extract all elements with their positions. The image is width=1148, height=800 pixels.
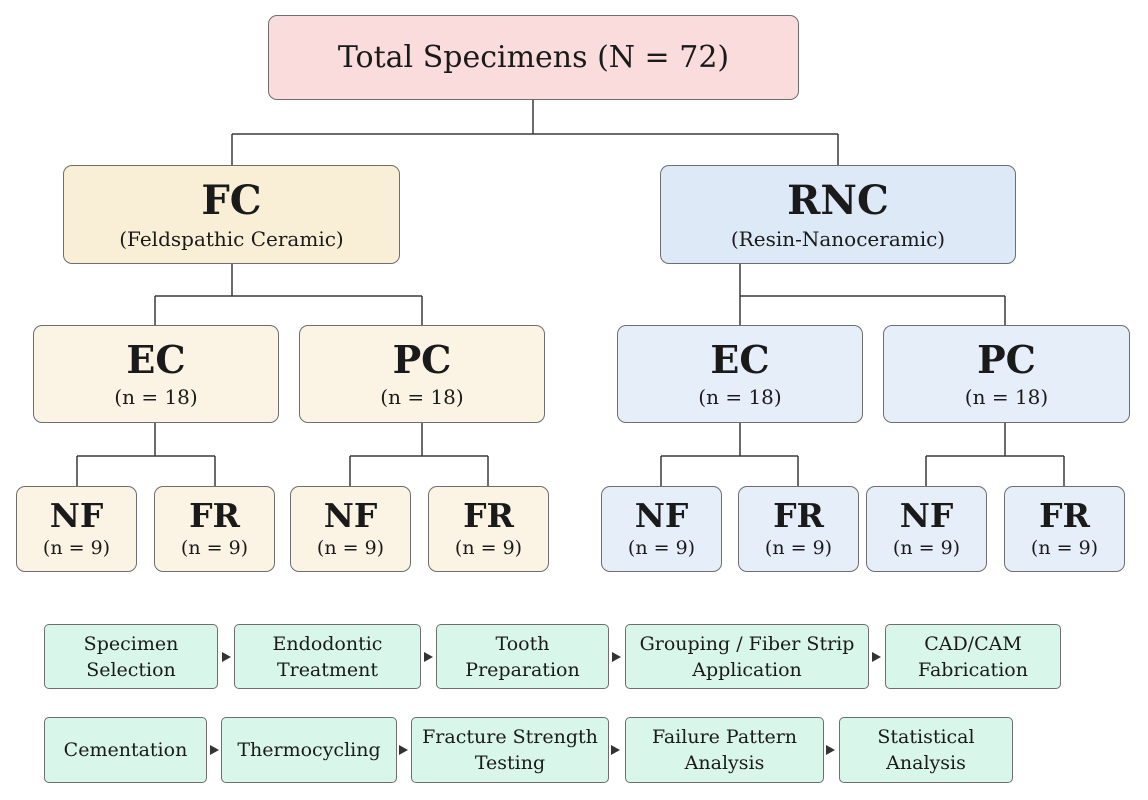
leaf-count: (n = 9) <box>892 536 961 559</box>
step-line-2: Testing <box>474 752 546 774</box>
step-thermocycling: Thermocycling <box>221 717 397 783</box>
group-fc-box: FC (Feldspathic Ceramic) <box>63 165 400 264</box>
root-title: Total Specimens <box>337 40 588 75</box>
step-statistical-analysis: Statistical Analysis <box>839 717 1013 783</box>
leaf-rnc-ec-fr-box: FR (n = 9) <box>738 486 859 572</box>
step-line-2: Fabrication <box>918 658 1028 681</box>
arrow-right-icon <box>872 652 881 662</box>
leaf-rnc-pc-nf-box: NF (n = 9) <box>866 486 987 572</box>
subgroup-rnc-pc-box: PC (n = 18) <box>883 325 1130 423</box>
subgroup-code: EC <box>126 337 186 383</box>
step-grouping-fiber-strip: Grouping / Fiber Strip Application <box>625 624 869 689</box>
leaf-code: FR <box>1039 496 1090 536</box>
step-cementation: Cementation <box>44 717 207 783</box>
subgroup-count: (n = 18) <box>380 384 464 409</box>
step-line-2: Selection <box>86 658 176 681</box>
step-failure-pattern-analysis: Failure Pattern Analysis <box>625 717 824 783</box>
root-count: (N = 72) <box>597 40 730 75</box>
leaf-count: (n = 9) <box>764 536 833 559</box>
step-line-1: Fracture Strength <box>422 726 598 748</box>
leaf-count: (n = 9) <box>1030 536 1099 559</box>
leaf-code: NF <box>899 496 954 536</box>
subgroup-code: EC <box>710 337 770 383</box>
leaf-code: NF <box>323 496 378 536</box>
subgroup-code: PC <box>977 337 1036 383</box>
step-line-1: Grouping / Fiber Strip <box>639 632 855 655</box>
arrow-right-icon <box>611 745 620 755</box>
step-specimen-selection: Specimen Selection <box>44 624 218 689</box>
leaf-count: (n = 9) <box>316 536 385 559</box>
step-endodontic-treatment: Endodontic Treatment <box>234 624 421 689</box>
step-line-1: Cementation <box>63 739 188 761</box>
leaf-fc-ec-fr-box: FR (n = 9) <box>154 486 275 572</box>
step-line-1: Thermocycling <box>237 739 381 761</box>
subgroup-rnc-ec-box: EC (n = 18) <box>617 325 863 423</box>
leaf-code: NF <box>49 496 104 536</box>
step-fracture-strength-testing: Fracture Strength Testing <box>411 717 609 783</box>
leaf-fc-ec-nf-box: NF (n = 9) <box>16 486 137 572</box>
step-line-2: Application <box>692 658 802 681</box>
step-tooth-preparation: Tooth Preparation <box>436 624 609 689</box>
leaf-rnc-ec-nf-box: NF (n = 9) <box>601 486 722 572</box>
leaf-code: FR <box>773 496 824 536</box>
leaf-code: FR <box>189 496 240 536</box>
subgroup-fc-ec-box: EC (n = 18) <box>33 325 279 423</box>
total-specimens-box: Total Specimens (N = 72) <box>268 15 799 100</box>
subgroup-count: (n = 18) <box>964 384 1049 409</box>
step-line-2: Preparation <box>465 658 580 681</box>
step-line-1: CAD/CAM <box>924 632 1022 655</box>
step-line-2: Analysis <box>886 752 966 774</box>
step-line-2: Treatment <box>276 658 379 681</box>
leaf-count: (n = 9) <box>627 536 696 559</box>
arrow-right-icon <box>399 745 408 755</box>
arrow-right-icon <box>222 652 231 662</box>
group-name: (Resin-Nanoceramic) <box>730 226 946 251</box>
arrow-right-icon <box>612 652 621 662</box>
step-line-2: Analysis <box>684 752 765 774</box>
step-line-1: Statistical <box>877 726 975 748</box>
arrow-right-icon <box>210 745 219 755</box>
leaf-count: (n = 9) <box>180 536 249 559</box>
leaf-fc-pc-nf-box: NF (n = 9) <box>290 486 411 572</box>
leaf-fc-pc-fr-box: FR (n = 9) <box>428 486 549 572</box>
subgroup-count: (n = 18) <box>114 384 198 409</box>
subgroup-count: (n = 18) <box>698 384 782 409</box>
subgroup-fc-pc-box: PC (n = 18) <box>299 325 545 423</box>
subgroup-code: PC <box>392 337 452 383</box>
group-code: FC <box>201 176 262 224</box>
arrow-right-icon <box>424 652 433 662</box>
step-cad-cam-fabrication: CAD/CAM Fabrication <box>885 624 1061 689</box>
group-rnc-box: RNC (Resin-Nanoceramic) <box>660 165 1016 264</box>
leaf-code: FR <box>463 496 514 536</box>
arrow-right-icon <box>826 745 835 755</box>
leaf-code: NF <box>634 496 689 536</box>
step-line-1: Tooth <box>495 632 550 655</box>
leaf-count: (n = 9) <box>454 536 523 559</box>
group-code: RNC <box>787 176 889 224</box>
group-name: (Feldspathic Ceramic) <box>119 226 344 251</box>
leaf-rnc-pc-fr-box: FR (n = 9) <box>1004 486 1125 572</box>
leaf-count: (n = 9) <box>42 536 111 559</box>
step-line-1: Specimen <box>83 632 179 655</box>
step-line-1: Endodontic <box>272 632 383 655</box>
step-line-1: Failure Pattern <box>651 726 798 748</box>
